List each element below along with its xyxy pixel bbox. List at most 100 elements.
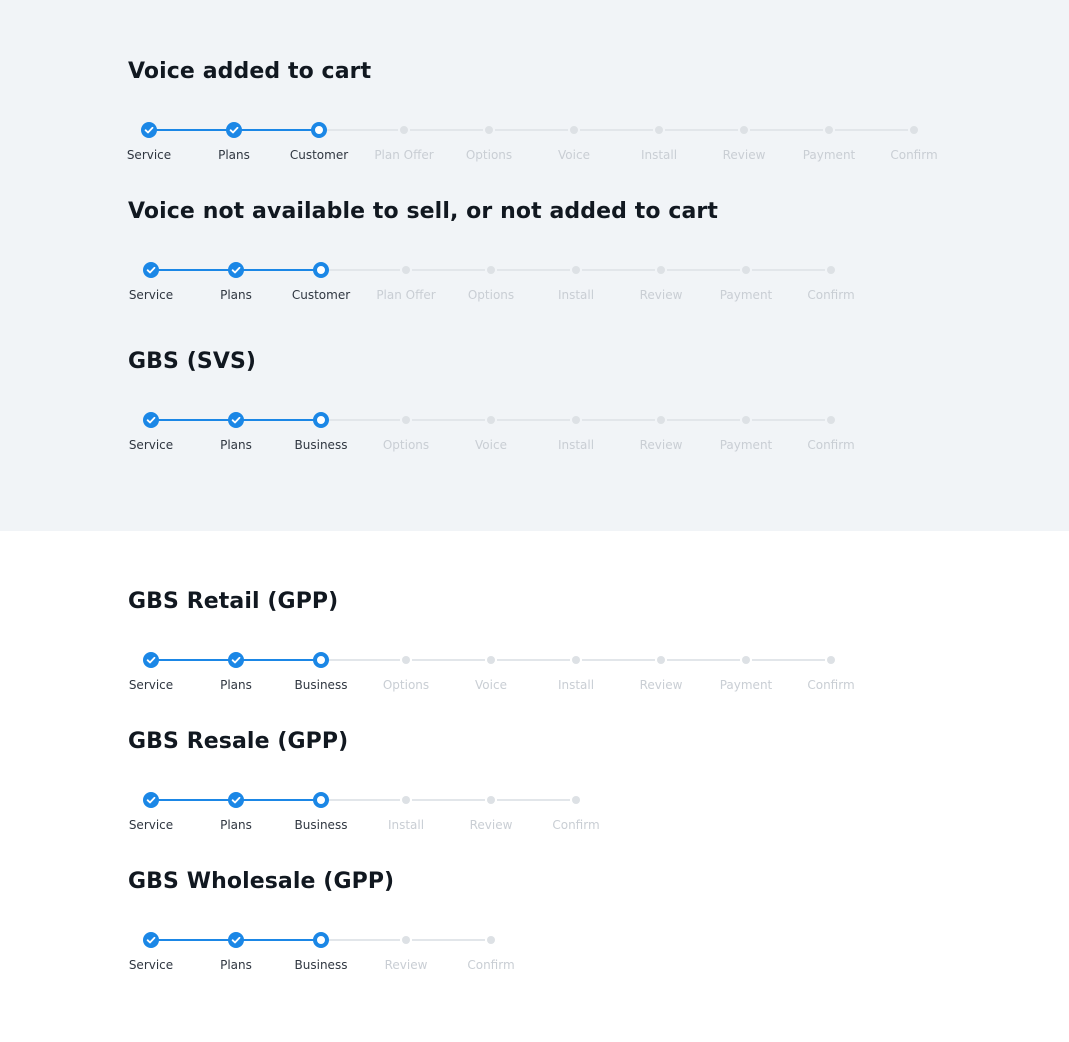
- pending-step-indicator: [400, 126, 408, 134]
- pending-step-indicator: [572, 416, 580, 424]
- step-connector: [667, 269, 740, 271]
- pending-step-indicator: [487, 266, 495, 274]
- step-connector: [242, 419, 315, 421]
- step-label-plans: Plans: [220, 288, 252, 302]
- step-connector: [580, 129, 653, 131]
- pending-step-indicator: [572, 796, 580, 804]
- step-connector: [497, 269, 570, 271]
- pending-step-indicator: [742, 656, 750, 664]
- current-step-indicator: [311, 122, 327, 138]
- pending-step-indicator: [827, 416, 835, 424]
- step-label-payment: Payment: [719, 288, 773, 302]
- step-label-review: Review: [639, 678, 683, 692]
- pending-step-indicator: [827, 266, 835, 274]
- check-icon: [143, 792, 159, 808]
- section-title: Voice not available to sell, or not adde…: [128, 199, 718, 224]
- check-icon: [226, 122, 242, 138]
- check-icon: [141, 122, 157, 138]
- step-connector: [155, 129, 228, 131]
- step-connector: [242, 939, 315, 941]
- pending-step-indicator: [402, 796, 410, 804]
- step-connector: [327, 269, 400, 271]
- step-connector: [582, 419, 655, 421]
- stepper-section-voice-not-available-to-sell-or-not-added-to-cart: Voice not available to sell, or not adde…: [0, 199, 1069, 319]
- step-label-business: Business: [294, 818, 348, 832]
- pending-step-indicator: [910, 126, 918, 134]
- step-connector: [410, 129, 483, 131]
- section-title: GBS Wholesale (GPP): [128, 869, 395, 894]
- step-connector: [752, 419, 825, 421]
- step-label-service: Service: [128, 678, 174, 692]
- step-label-plan-offer: Plan Offer: [374, 148, 434, 162]
- step-connector: [325, 129, 398, 131]
- current-step-indicator: [313, 262, 329, 278]
- step-label-plans: Plans: [220, 678, 252, 692]
- check-icon: [228, 262, 244, 278]
- step-connector: [157, 269, 230, 271]
- step-label-confirm: Confirm: [552, 818, 600, 832]
- step-label-business: Business: [294, 438, 348, 452]
- step-label-voice: Voice: [475, 678, 507, 692]
- step-connector: [497, 659, 570, 661]
- step-connector: [412, 269, 485, 271]
- pending-step-indicator: [825, 126, 833, 134]
- step-connector: [835, 129, 908, 131]
- step-label-business: Business: [294, 678, 348, 692]
- step-label-plans: Plans: [220, 818, 252, 832]
- pending-step-indicator: [572, 656, 580, 664]
- step-connector: [327, 939, 400, 941]
- step-connector: [582, 659, 655, 661]
- step-label-install: Install: [640, 148, 678, 162]
- step-connector: [667, 659, 740, 661]
- check-icon: [143, 262, 159, 278]
- pending-step-indicator: [742, 266, 750, 274]
- step-label-plan-offer: Plan Offer: [376, 288, 436, 302]
- step-connector: [242, 269, 315, 271]
- step-label-payment: Payment: [719, 438, 773, 452]
- step-connector: [412, 419, 485, 421]
- step-connector: [157, 419, 230, 421]
- step-connector: [412, 799, 485, 801]
- step-connector: [327, 799, 400, 801]
- step-label-review: Review: [722, 148, 766, 162]
- step-label-service: Service: [128, 288, 174, 302]
- step-connector: [157, 659, 230, 661]
- step-label-voice: Voice: [558, 148, 590, 162]
- step-connector: [495, 129, 568, 131]
- check-icon: [228, 652, 244, 668]
- step-label-options: Options: [465, 148, 513, 162]
- step-label-service: Service: [128, 818, 174, 832]
- step-connector: [242, 799, 315, 801]
- step-connector: [242, 659, 315, 661]
- step-label-confirm: Confirm: [890, 148, 938, 162]
- step-connector: [327, 659, 400, 661]
- step-connector: [752, 659, 825, 661]
- pending-step-indicator: [402, 656, 410, 664]
- step-label-plans: Plans: [220, 438, 252, 452]
- step-label-install: Install: [557, 438, 595, 452]
- check-icon: [143, 652, 159, 668]
- step-label-payment: Payment: [802, 148, 856, 162]
- pending-step-indicator: [570, 126, 578, 134]
- current-step-indicator: [313, 792, 329, 808]
- pending-step-indicator: [657, 416, 665, 424]
- step-connector: [412, 659, 485, 661]
- pending-step-indicator: [657, 656, 665, 664]
- pending-step-indicator: [827, 656, 835, 664]
- step-connector: [752, 269, 825, 271]
- step-label-customer: Customer: [291, 288, 351, 302]
- pending-step-indicator: [402, 416, 410, 424]
- step-connector: [497, 419, 570, 421]
- step-label-confirm: Confirm: [467, 958, 515, 972]
- step-label-options: Options: [382, 678, 430, 692]
- step-label-confirm: Confirm: [807, 288, 855, 302]
- pending-step-indicator: [487, 796, 495, 804]
- step-label-install: Install: [387, 818, 425, 832]
- pending-step-indicator: [740, 126, 748, 134]
- check-icon: [228, 792, 244, 808]
- gray-panel: [0, 0, 1069, 531]
